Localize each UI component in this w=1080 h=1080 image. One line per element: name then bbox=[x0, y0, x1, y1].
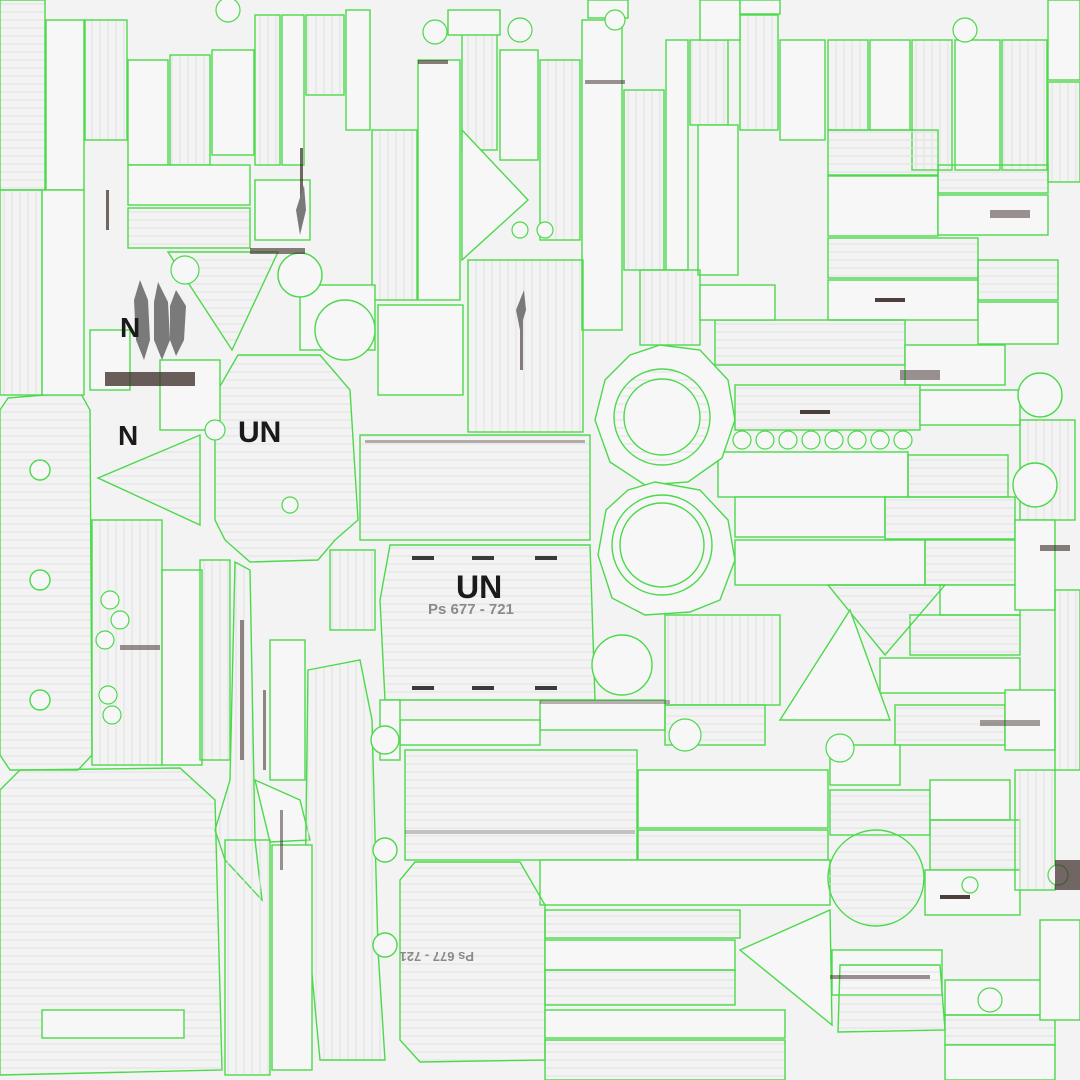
serial-center: Ps 677 - 721 bbox=[428, 601, 514, 618]
un-partial-b: N bbox=[118, 420, 138, 451]
panel-slot-marks bbox=[412, 556, 557, 690]
spoke-logo-icon bbox=[134, 185, 526, 360]
un-marking-top: UN bbox=[238, 416, 281, 449]
un-marking-center: UN bbox=[456, 569, 502, 605]
grime-marks bbox=[105, 60, 1080, 979]
un-partial-a: N bbox=[120, 312, 140, 343]
serial-bottom: Ps 677 - 721 bbox=[400, 949, 474, 964]
ring-islands bbox=[29, 252, 1063, 958]
bolt-circles bbox=[95, 0, 1069, 1013]
